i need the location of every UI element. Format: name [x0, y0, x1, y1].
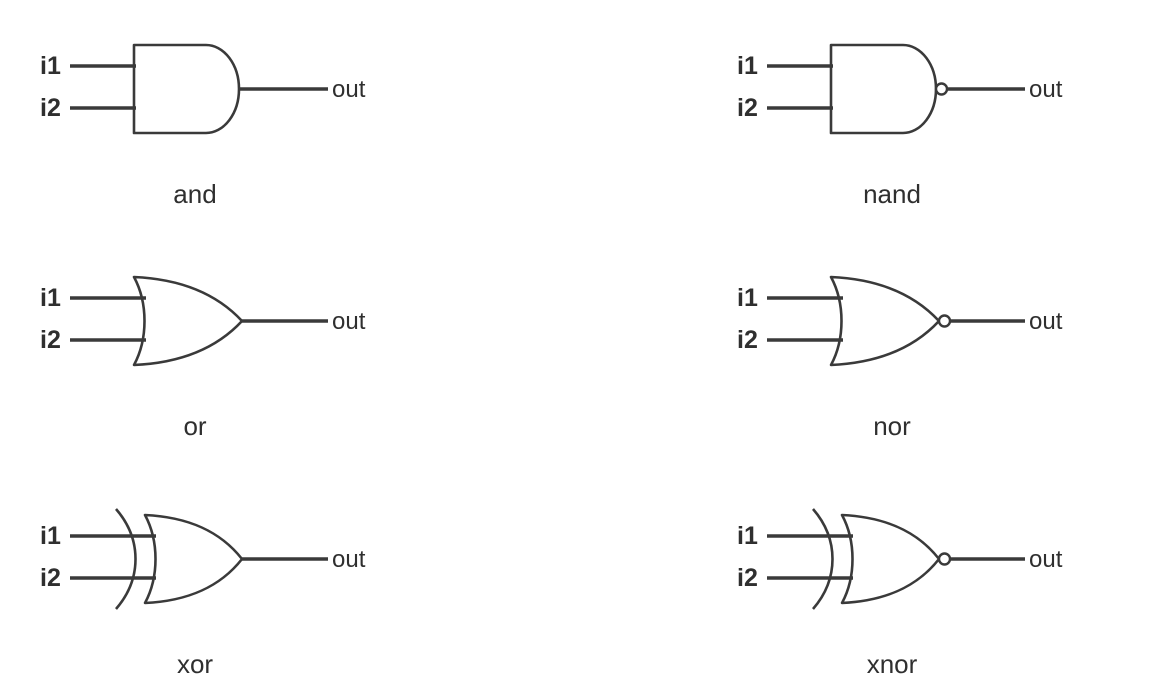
gate-caption: xor — [177, 649, 213, 679]
xor-input-arc — [812, 508, 834, 610]
output-label: out — [1029, 546, 1063, 573]
output-label: out — [1029, 308, 1063, 335]
input-label-i1: i1 — [737, 284, 758, 312]
gate-body — [132, 275, 244, 367]
input-label-i1: i1 — [40, 284, 61, 312]
xnor-gate-symbol: i1 i2 out xnor — [737, 508, 1063, 679]
gate-figure-xor: i1 i2 out xor — [0, 458, 581, 688]
gate-body — [143, 513, 244, 605]
input-label-i1: i1 — [737, 52, 758, 80]
gate-caption: and — [173, 179, 216, 209]
gate-body — [132, 43, 241, 135]
output-label: out — [332, 546, 366, 573]
nand-gate-symbol: i1 i2 out nand — [737, 43, 1063, 209]
gate-body — [829, 275, 941, 367]
input-label-i2: i2 — [40, 326, 61, 354]
xor-input-arc — [115, 508, 137, 610]
nor-gate-symbol: i1 i2 out nor — [737, 275, 1063, 441]
gate-body — [840, 513, 941, 605]
gate-caption: nand — [863, 179, 921, 209]
xor-gate-symbol: i1 i2 out xor — [40, 508, 366, 679]
negation-bubble — [937, 314, 952, 328]
gate-caption: nor — [873, 411, 911, 441]
input-label-i2: i2 — [40, 94, 61, 122]
output-label: out — [332, 76, 366, 103]
gate-figure-or: i1 i2 out or — [0, 229, 581, 458]
input-label-i2: i2 — [737, 326, 758, 354]
gate-caption: xnor — [867, 649, 918, 679]
output-label: out — [1029, 76, 1063, 103]
input-label-i1: i1 — [40, 52, 61, 80]
gate-figure-nand: i1 i2 out nand — [581, 0, 1162, 229]
input-label-i2: i2 — [737, 94, 758, 122]
negation-bubble — [937, 552, 952, 566]
input-label-i2: i2 — [737, 564, 758, 592]
input-label-i1: i1 — [737, 522, 758, 550]
gate-figure-xnor: i1 i2 out xnor — [581, 458, 1162, 688]
input-label-i1: i1 — [40, 522, 61, 550]
negation-bubble — [934, 82, 949, 96]
output-label: out — [332, 308, 366, 335]
gate-caption: or — [183, 411, 206, 441]
gate-body — [829, 43, 938, 135]
and-gate-symbol: i1 i2 out and — [40, 43, 366, 209]
input-label-i2: i2 — [40, 564, 61, 592]
or-gate-symbol: i1 i2 out or — [40, 275, 366, 441]
gate-figure-and: i1 i2 out and — [0, 0, 581, 229]
gate-figure-nor: i1 i2 out nor — [581, 229, 1162, 458]
